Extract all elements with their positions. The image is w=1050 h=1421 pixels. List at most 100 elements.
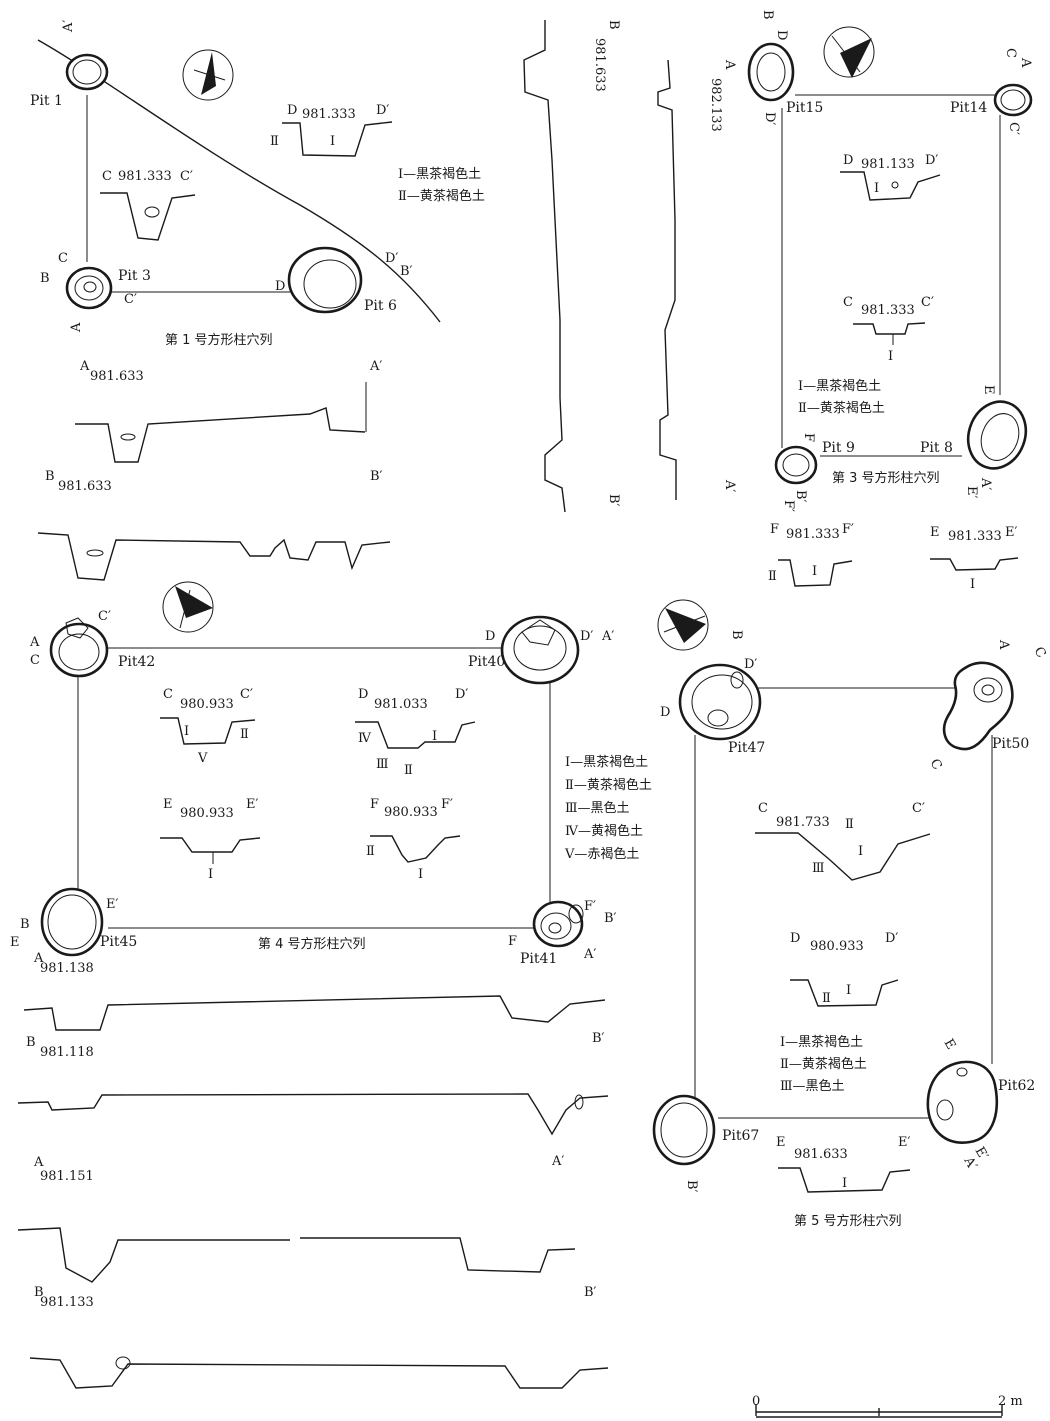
svg-text:A′: A′ bbox=[978, 477, 993, 490]
svg-text:C′: C′ bbox=[921, 295, 934, 310]
svg-text:Ⅰ: Ⅰ bbox=[418, 867, 423, 882]
svg-text:Ⅱ: Ⅱ bbox=[404, 763, 413, 778]
section-letter: B′ bbox=[400, 264, 413, 279]
pit-47-label: Pit47 bbox=[728, 740, 765, 756]
svg-text:C: C bbox=[163, 687, 173, 702]
legend: Ⅰ—黒茶褐色土 Ⅱ—黄茶褐色土 bbox=[398, 166, 485, 204]
svg-text:A′: A′ bbox=[601, 629, 614, 644]
pit-62 bbox=[926, 1060, 999, 1144]
svg-text:B′: B′ bbox=[793, 490, 808, 503]
section-letter: C′ bbox=[124, 292, 137, 307]
svg-text:E: E bbox=[981, 385, 996, 395]
group4-section-C: C 980.933 C′ Ⅰ Ⅱ Ⅴ bbox=[160, 687, 256, 766]
svg-text:Ⅰ: Ⅰ bbox=[330, 134, 335, 149]
pit-3-label: Pit 3 bbox=[118, 268, 151, 284]
svg-text:981.133: 981.133 bbox=[861, 157, 915, 172]
svg-text:A′: A′ bbox=[369, 359, 382, 374]
group1-section-B: B 981.633 B′ bbox=[37, 469, 391, 581]
section-letter: B bbox=[40, 271, 50, 286]
svg-text:981.333: 981.333 bbox=[118, 169, 172, 184]
svg-text:980.933: 980.933 bbox=[180, 697, 234, 712]
pit-41 bbox=[532, 900, 584, 948]
svg-text:A: A bbox=[33, 1155, 44, 1170]
svg-text:B′: B′ bbox=[604, 911, 617, 926]
svg-text:Ⅲ: Ⅲ bbox=[376, 757, 389, 772]
pit-47 bbox=[678, 663, 762, 741]
legend: Ⅰ—黒茶褐色土 Ⅱ—黄茶褐色土 bbox=[798, 378, 885, 416]
svg-text:A: A bbox=[29, 635, 40, 650]
svg-text:D′: D′ bbox=[455, 687, 468, 702]
svg-text:Ⅳ: Ⅳ bbox=[358, 731, 372, 746]
svg-text:C: C bbox=[843, 295, 853, 310]
svg-text:Ⅲ—黒色土: Ⅲ—黒色土 bbox=[565, 800, 630, 816]
svg-text:Ⅰ: Ⅰ bbox=[208, 867, 213, 882]
svg-text:E: E bbox=[776, 1135, 786, 1150]
svg-text:Ⅱ—黄茶褐色土: Ⅱ—黄茶褐色土 bbox=[398, 188, 485, 204]
legend: Ⅰ—黒茶褐色土 Ⅱ—黄茶褐色土 Ⅲ—黒色土 Ⅳ—黄褐色土 Ⅴ—赤褐色土 bbox=[564, 754, 652, 862]
group5-section-C: C 981.733 C′ Ⅱ Ⅰ Ⅲ bbox=[755, 801, 931, 881]
svg-text:B: B bbox=[20, 917, 30, 932]
pit-15-label: Pit15 bbox=[786, 100, 823, 116]
svg-text:Ⅱ: Ⅱ bbox=[822, 991, 831, 1006]
svg-text:E′: E′ bbox=[246, 797, 258, 812]
svg-text:Ⅰ—黒茶褐色土: Ⅰ—黒茶褐色土 bbox=[798, 378, 881, 394]
svg-text:981.333: 981.333 bbox=[786, 527, 840, 542]
group4-caption: 第 4 号方形柱穴列 bbox=[258, 936, 366, 952]
svg-text:E: E bbox=[163, 797, 173, 812]
group1-plan: Pit 1 Pit 3 Pit 6 A′ B C C′ A D D′ B′ 第 … bbox=[30, 20, 441, 348]
svg-text:Ⅳ—黄褐色土: Ⅳ—黄褐色土 bbox=[565, 823, 643, 839]
pit-40-label: Pit40 bbox=[468, 654, 505, 670]
pit-1 bbox=[65, 53, 109, 91]
svg-text:Ⅰ: Ⅰ bbox=[432, 729, 437, 744]
svg-text:B′: B′ bbox=[606, 494, 621, 507]
group4-plan: Pit42 Pit40 Pit45 Pit41 A C C′ D D′ A′ B… bbox=[10, 609, 617, 967]
svg-text:Ⅰ: Ⅰ bbox=[812, 564, 817, 579]
group5-caption: 第 5 号方形柱穴列 bbox=[794, 1213, 902, 1229]
svg-text:Ⅲ—黒色土: Ⅲ—黒色土 bbox=[780, 1078, 845, 1094]
svg-text:B′: B′ bbox=[584, 1285, 597, 1300]
svg-text:F: F bbox=[370, 797, 379, 812]
svg-text:Ⅴ—赤褐色土: Ⅴ—赤褐色土 bbox=[564, 846, 639, 862]
section-letter: D bbox=[275, 279, 285, 294]
north-arrow-icon bbox=[657, 599, 709, 651]
svg-text:Ⅱ: Ⅱ bbox=[270, 134, 279, 149]
group1-section-D: D 981.333 D′ Ⅱ Ⅰ bbox=[270, 103, 393, 157]
svg-text:F: F bbox=[770, 522, 779, 537]
svg-text:982.133: 982.133 bbox=[708, 78, 723, 132]
pit-9 bbox=[774, 445, 818, 485]
svg-text:A: A bbox=[79, 359, 90, 374]
svg-text:D: D bbox=[843, 153, 853, 168]
svg-text:C: C bbox=[1003, 48, 1018, 58]
svg-text:A′: A′ bbox=[551, 1154, 564, 1169]
svg-text:B′: B′ bbox=[684, 1180, 699, 1193]
svg-text:D′: D′ bbox=[580, 629, 593, 644]
group5-plan: Pit47 Pit50 Pit67 Pit62 B D′ D A C C E E… bbox=[652, 630, 1049, 1229]
svg-text:Ⅲ: Ⅲ bbox=[812, 861, 825, 876]
svg-text:981.633: 981.633 bbox=[592, 38, 607, 92]
group3-caption: 第 3 号方形柱穴列 bbox=[832, 470, 940, 486]
svg-text:F′: F′ bbox=[441, 797, 453, 812]
svg-text:E: E bbox=[941, 1037, 959, 1053]
group4-section-E: E 980.933 E′ Ⅰ bbox=[160, 797, 261, 882]
svg-text:B: B bbox=[45, 469, 55, 484]
svg-text:B: B bbox=[606, 20, 621, 30]
pit-67-label: Pit67 bbox=[722, 1128, 759, 1144]
pit-45 bbox=[40, 887, 104, 957]
north-arrow-icon bbox=[182, 49, 234, 101]
svg-text:A: A bbox=[722, 59, 737, 70]
svg-text:C: C bbox=[30, 653, 40, 668]
north-arrow-icon bbox=[823, 26, 875, 78]
svg-text:981.633: 981.633 bbox=[58, 479, 112, 494]
svg-text:981.633: 981.633 bbox=[794, 1147, 848, 1162]
svg-text:D: D bbox=[358, 687, 368, 702]
svg-text:981.733: 981.733 bbox=[776, 815, 830, 830]
svg-text:C′: C′ bbox=[240, 687, 253, 702]
svg-text:B: B bbox=[26, 1035, 36, 1050]
pit-1-label: Pit 1 bbox=[30, 93, 63, 109]
svg-text:981.033: 981.033 bbox=[374, 697, 428, 712]
scale-end-label: 2 m bbox=[998, 1394, 1023, 1409]
svg-text:981.118: 981.118 bbox=[40, 1045, 94, 1060]
svg-text:F′: F′ bbox=[584, 899, 596, 914]
svg-text:F: F bbox=[508, 934, 517, 949]
